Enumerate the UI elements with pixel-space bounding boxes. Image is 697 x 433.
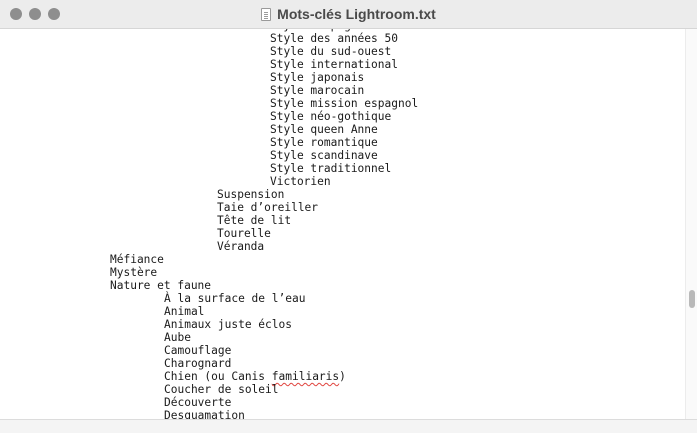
text-line: Style romantique bbox=[270, 136, 378, 149]
vertical-scrollbar[interactable] bbox=[685, 29, 697, 419]
text-line: À la surface de l’eau bbox=[164, 292, 306, 305]
minimize-button[interactable] bbox=[29, 8, 41, 20]
text-line: Style du sud-ouest bbox=[270, 45, 392, 58]
scrollbar-thumb[interactable] bbox=[689, 290, 695, 308]
text-line: Taie d’oreiller bbox=[217, 201, 319, 214]
window-bottom-edge bbox=[0, 419, 697, 433]
window-title-text: Mots-clés Lightroom.txt bbox=[277, 6, 436, 22]
text-line: Animaux juste éclos bbox=[164, 318, 292, 331]
misspelled-word[interactable]: familiaris bbox=[271, 370, 340, 383]
text-line: Style scandinave bbox=[270, 149, 378, 162]
text-line: Style japonais bbox=[270, 71, 365, 84]
text-line: Chien (ou Canis familiaris) bbox=[164, 370, 346, 383]
text-line: Animal bbox=[164, 305, 205, 318]
window-title: Mots-clés Lightroom.txt bbox=[0, 6, 697, 24]
text-line: Style traditionnel bbox=[270, 162, 392, 175]
document-text-area[interactable]: Style campagnardStyle des années 50Style… bbox=[0, 29, 685, 419]
text-line: Méfiance bbox=[110, 253, 164, 266]
text-line: Style mission espagnol bbox=[270, 97, 419, 110]
text-line: Découverte bbox=[164, 396, 232, 409]
text-line: Nature et faune bbox=[110, 279, 212, 292]
text-line: Style des années 50 bbox=[270, 32, 398, 45]
close-button[interactable] bbox=[10, 8, 22, 20]
title-bar[interactable]: Mots-clés Lightroom.txt bbox=[0, 0, 697, 29]
text-line: Coucher de soleil bbox=[164, 383, 279, 396]
text-line: Style marocain bbox=[270, 84, 365, 97]
text-line: Style queen Anne bbox=[270, 123, 378, 136]
text-line: Charognard bbox=[164, 357, 232, 370]
text-line: Camouflage bbox=[164, 344, 232, 357]
text-line: Style néo-gothique bbox=[270, 110, 392, 123]
text-line: Tête de lit bbox=[217, 214, 292, 227]
text-line: Victorien bbox=[270, 175, 331, 188]
text-line: Style international bbox=[270, 58, 398, 71]
text-line: Mystère bbox=[110, 266, 158, 279]
text-line: Aube bbox=[164, 331, 191, 344]
text-line: Style campagnard bbox=[270, 29, 378, 32]
text-document-icon bbox=[261, 7, 272, 21]
zoom-button[interactable] bbox=[48, 8, 60, 20]
text-line: Desquamation bbox=[164, 409, 245, 419]
text-line: Véranda bbox=[217, 240, 265, 253]
text-line: Tourelle bbox=[217, 227, 271, 240]
text-line: Suspension bbox=[217, 188, 285, 201]
